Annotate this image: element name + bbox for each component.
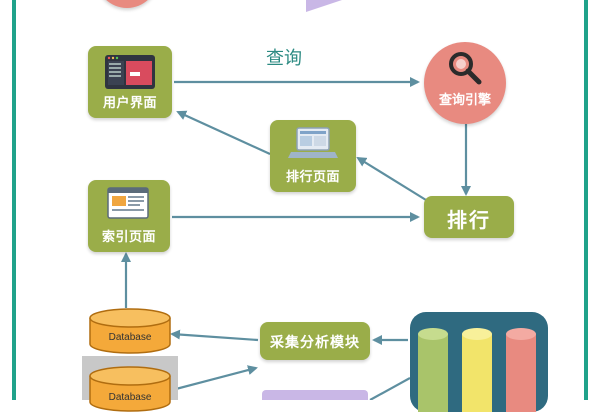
database-2-label: Database [108,392,152,403]
edge-db2-to-collector [171,365,258,392]
database-1-label: Database [108,332,152,343]
edge-cluster-down [369,377,411,400]
node-search-engine[interactable]: 查询引擎 [424,42,506,124]
cluster-cylinders-icon [418,328,536,412]
right-border [584,0,588,400]
left-border [12,0,16,400]
node-ranking[interactable]: 排行 [424,196,514,238]
node-index-page[interactable]: 索引页面 [88,180,170,252]
top-circle-partial [96,0,158,8]
database-cylinder-icon [89,308,171,354]
top-arrow-partial [306,0,342,12]
node-collector-label: 采集分析模块 [270,335,360,351]
node-ranking-label: 排行 [447,208,491,232]
node-ranking-page[interactable]: 排行页面 [270,120,356,192]
node-user-page-label: 用户界面 [102,96,157,111]
node-search-engine-label: 查询引擎 [438,93,491,108]
diagram-canvas: 查询 用户界面 查询引擎 [12,0,588,412]
node-collector[interactable]: 采集分析模块 [260,322,370,360]
edge-ranking-to-ranking-page [356,156,427,201]
database-cluster[interactable] [410,312,548,412]
database-cylinder-icon [89,366,171,412]
database-2[interactable]: Database [88,366,172,412]
node-index-page-label: 索引页面 [101,230,156,245]
bottom-block-partial [262,390,368,400]
edge-ranking-page-to-user [176,110,271,156]
document-window-icon [107,187,149,219]
node-user-page[interactable]: 用户界面 [88,46,172,118]
magnifier-icon [449,52,482,85]
edge-collector-to-db1 [170,329,259,342]
connector-arrows [121,77,471,400]
edge-label-query: 查询 [266,48,302,69]
browser-window-icon [105,55,155,89]
node-ranking-page-label: 排行页面 [285,170,340,185]
laptop-icon [288,127,338,158]
database-1[interactable]: Database [88,308,172,354]
